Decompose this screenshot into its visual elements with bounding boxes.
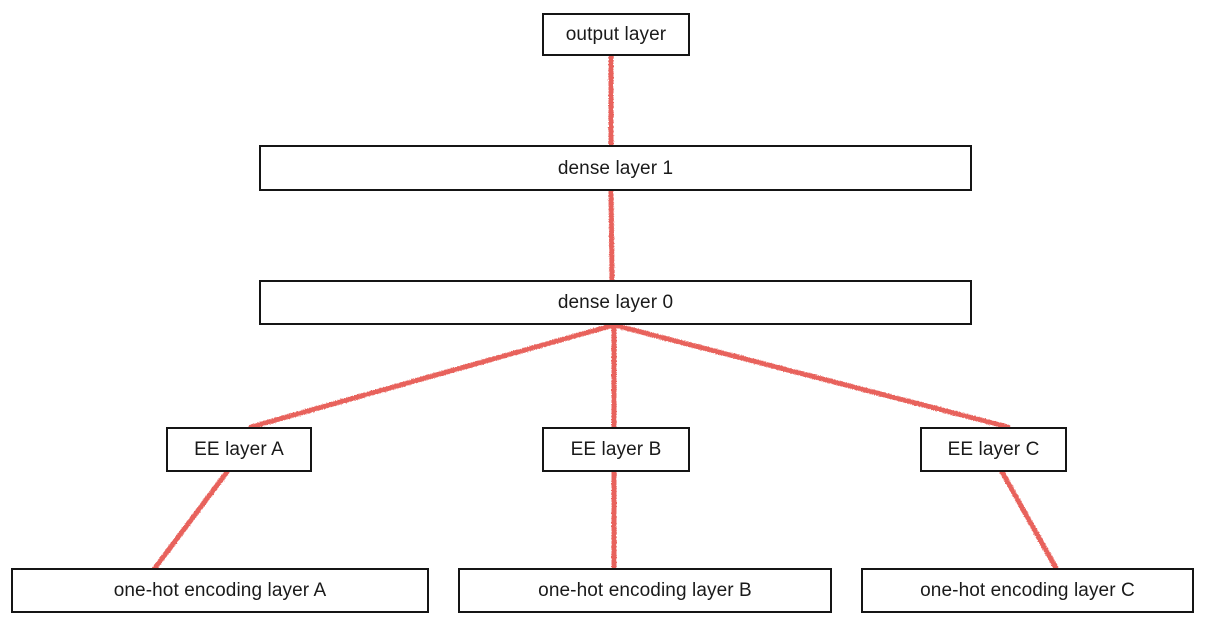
node-ee-layer-b-label: EE layer B: [570, 439, 662, 460]
node-ee-layer-a-label: EE layer A: [194, 439, 284, 460]
edge-ohc-to-eec: [999, 469, 1059, 571]
node-ee-layer-a[interactable]: EE layer A: [166, 427, 312, 472]
node-ee-layer-b[interactable]: EE layer B: [542, 427, 690, 472]
node-dense-layer-0-label: dense layer 0: [557, 292, 674, 313]
edge-eea-to-dense0: [248, 322, 617, 430]
node-one-hot-encoding-layer-a[interactable]: one-hot encoding layer A: [11, 568, 429, 613]
node-one-hot-encoding-layer-b[interactable]: one-hot encoding layer B: [458, 568, 832, 613]
edge-dense0-to-dense1: [608, 189, 615, 283]
node-output-layer-label: output layer: [565, 24, 667, 45]
node-ee-layer-c-label: EE layer C: [947, 439, 1040, 460]
node-dense-layer-1-label: dense layer 1: [557, 157, 674, 179]
edge-oha-to-eea: [152, 469, 230, 571]
edge-eec-to-dense0: [611, 322, 1011, 430]
node-dense-layer-0[interactable]: dense layer 0: [259, 280, 972, 325]
node-one-hot-encoding-layer-b-label: one-hot encoding layer B: [538, 580, 752, 601]
node-ee-layer-c[interactable]: EE layer C: [920, 427, 1067, 472]
node-one-hot-encoding-layer-c[interactable]: one-hot encoding layer C: [861, 568, 1194, 613]
node-one-hot-encoding-layer-c-label: one-hot encoding layer C: [920, 580, 1135, 601]
node-output-layer[interactable]: output layer: [542, 13, 690, 56]
node-dense-layer-1[interactable]: dense layer 1: [259, 145, 972, 191]
node-one-hot-encoding-layer-a-label: one-hot encoding layer A: [113, 580, 327, 601]
